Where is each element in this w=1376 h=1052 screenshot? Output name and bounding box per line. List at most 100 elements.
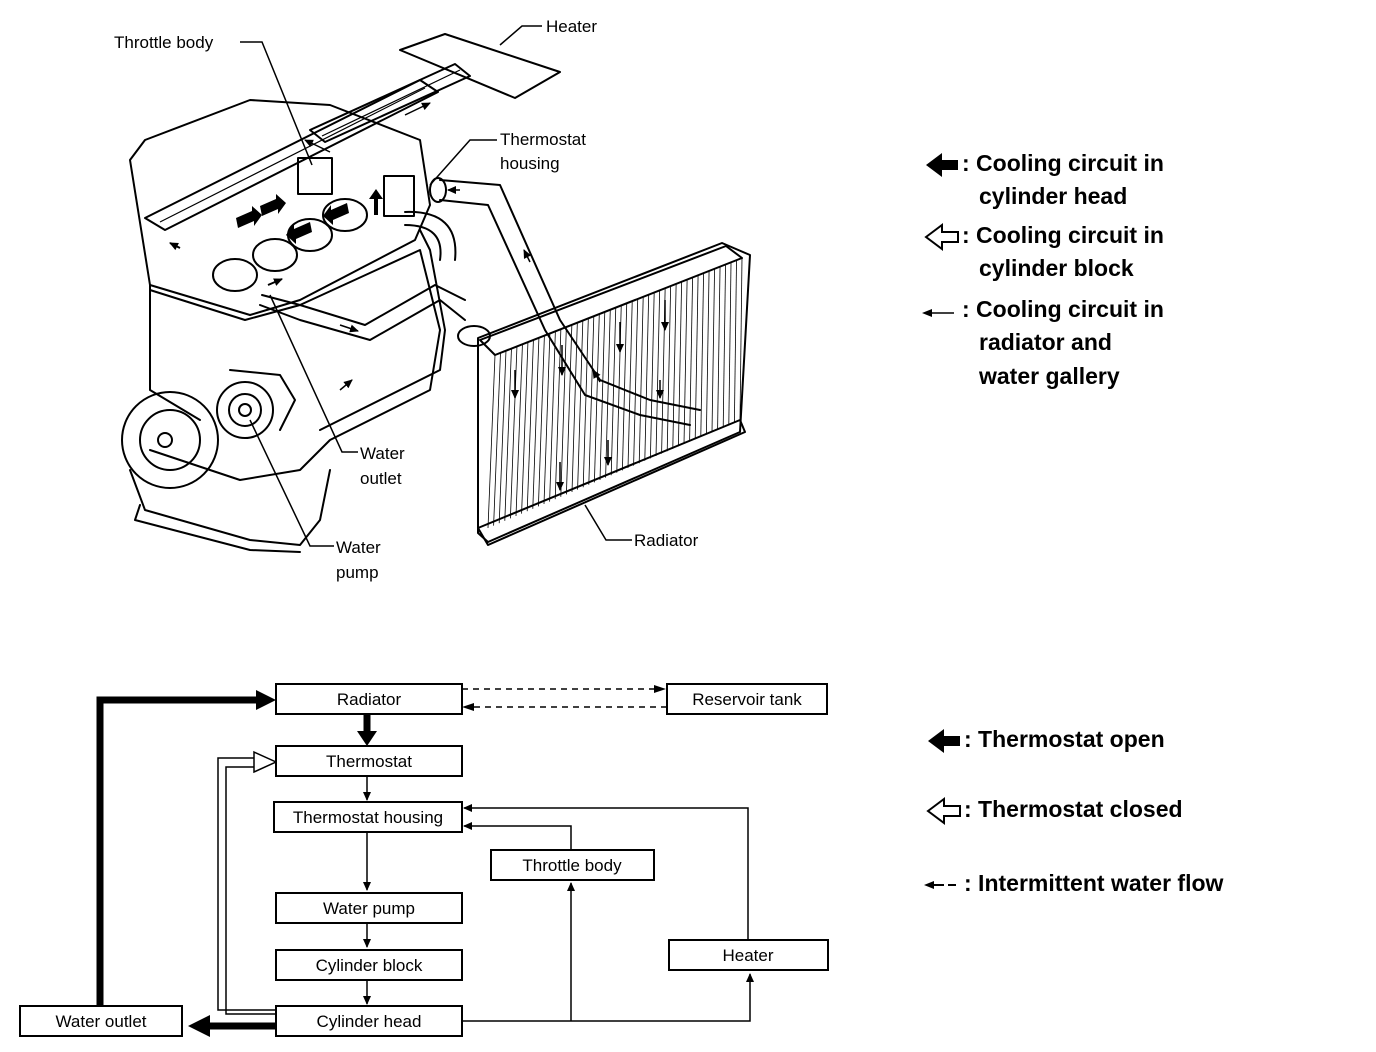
svg-text:: Cooling circuit in: : Cooling circuit in bbox=[962, 222, 1164, 248]
radiator-fin bbox=[633, 298, 639, 466]
radiator-fin bbox=[678, 281, 683, 447]
label-thermostat-housing-1: Thermostat bbox=[500, 130, 586, 149]
radiator-fins bbox=[487, 257, 743, 529]
radiator-fin bbox=[610, 307, 617, 476]
box-radiator: Radiator bbox=[275, 683, 463, 715]
box-cylinder-head: Cylinder head bbox=[275, 1005, 463, 1037]
leader-lines bbox=[240, 25, 632, 547]
radiator-fin bbox=[538, 335, 545, 507]
radiator-fin bbox=[666, 286, 672, 452]
hollow-arrow-bypass bbox=[253, 750, 278, 774]
radiator-fin bbox=[700, 273, 704, 437]
radiator-fin bbox=[594, 314, 600, 483]
radiator-part bbox=[477, 242, 751, 543]
label-water-pump-2: pump bbox=[336, 563, 379, 582]
label-water-outlet-1: Water bbox=[360, 444, 405, 463]
hollow-arrow-icon bbox=[926, 797, 961, 825]
crank-pulley bbox=[121, 391, 219, 489]
water-gallery-pipe bbox=[259, 299, 466, 341]
legend-bottom-item-intermittent: : Intermittent water flow bbox=[924, 870, 1224, 896]
box-thermostat: Thermostat bbox=[275, 745, 463, 777]
legend-top-item-radiator: : Cooling circuit in radiator and water … bbox=[922, 296, 1164, 389]
svg-text:Cylinder head: Cylinder head bbox=[317, 1012, 422, 1031]
radiator-fin bbox=[515, 344, 523, 517]
engine-head bbox=[129, 99, 431, 316]
svg-text:Thermostat: Thermostat bbox=[326, 752, 412, 771]
legend-top: : Cooling circuit in cylinder head : Coo… bbox=[922, 150, 1164, 389]
flow-diagram: Radiator Reservoir tank Thermostat Therm… bbox=[19, 683, 829, 1037]
radiator-fin bbox=[622, 303, 628, 471]
radiator-fin bbox=[717, 266, 721, 430]
radiator-fin bbox=[577, 320, 584, 490]
svg-text:Thermostat housing: Thermostat housing bbox=[293, 808, 443, 827]
legend-bottom-item-open: : Thermostat open bbox=[928, 726, 1165, 753]
radiator-fin bbox=[582, 318, 589, 488]
legend-bottom-item-closed: : Thermostat closed bbox=[926, 796, 1183, 825]
radiator-fin bbox=[588, 316, 595, 485]
radiator-fin bbox=[638, 296, 644, 464]
heater-panel bbox=[399, 33, 561, 99]
hollow-arrow-icon bbox=[924, 223, 959, 251]
radiator-fin bbox=[711, 268, 715, 433]
box-reservoir-tank: Reservoir tank bbox=[666, 683, 828, 715]
solid-arrow-icon bbox=[926, 153, 958, 177]
engine-flow-arrows bbox=[169, 102, 669, 491]
svg-text:: Thermostat open: : Thermostat open bbox=[964, 726, 1165, 752]
label-water-outlet-2: outlet bbox=[360, 469, 402, 488]
radiator-fin bbox=[650, 292, 655, 459]
radiator-fin bbox=[672, 283, 677, 449]
solid-arrow-icon bbox=[928, 729, 960, 753]
svg-text:: Cooling circuit in: : Cooling circuit in bbox=[962, 150, 1164, 176]
flow-connectors bbox=[96, 685, 754, 1037]
radiator-fin bbox=[655, 290, 661, 457]
radiator-fin bbox=[554, 329, 562, 500]
radiator-fin bbox=[599, 311, 606, 481]
radiator-fin bbox=[526, 339, 534, 512]
radiator-fin bbox=[493, 352, 501, 526]
radiator-fin bbox=[566, 324, 573, 495]
radiator-fin bbox=[521, 342, 529, 514]
legend-top-item-head: : Cooling circuit in cylinder head bbox=[926, 150, 1164, 209]
radiator-fin bbox=[683, 279, 688, 445]
svg-text:cylinder block: cylinder block bbox=[979, 255, 1134, 281]
radiator-fin bbox=[504, 348, 512, 521]
box-water-pump: Water pump bbox=[275, 892, 463, 924]
radiator-fin bbox=[689, 277, 693, 442]
radiator-fin bbox=[706, 270, 710, 435]
svg-text:water gallery: water gallery bbox=[978, 363, 1120, 389]
radiator-fin bbox=[728, 262, 732, 425]
legend-bottom: : Thermostat open : Thermostat closed : … bbox=[924, 726, 1224, 896]
label-water-pump-1: Water bbox=[336, 538, 381, 557]
svg-text:Water outlet: Water outlet bbox=[55, 1012, 146, 1031]
svg-text:: Intermittent water flow: : Intermittent water flow bbox=[964, 870, 1224, 896]
svg-text:: Thermostat closed: : Thermostat closed bbox=[964, 796, 1183, 822]
engine-block bbox=[149, 249, 441, 481]
box-water-outlet: Water outlet bbox=[19, 1005, 183, 1037]
radiator-fin bbox=[510, 346, 518, 519]
radiator-fin bbox=[627, 301, 633, 469]
radiator-fin bbox=[498, 350, 507, 524]
thermostat-housing-part bbox=[383, 175, 415, 217]
radiator-fin bbox=[487, 354, 496, 529]
dashed-arrow-icon bbox=[924, 881, 956, 889]
label-radiator: Radiator bbox=[634, 531, 699, 550]
label-heater: Heater bbox=[546, 17, 597, 36]
svg-text:Radiator: Radiator bbox=[337, 690, 402, 709]
radiator-fin bbox=[532, 337, 540, 509]
radiator-fin bbox=[739, 257, 743, 421]
svg-text:Throttle body: Throttle body bbox=[522, 856, 622, 875]
box-cylinder-block: Cylinder block bbox=[275, 949, 463, 981]
box-thermostat-housing: Thermostat housing bbox=[273, 801, 463, 833]
svg-text:Cylinder block: Cylinder block bbox=[316, 956, 423, 975]
svg-text:Heater: Heater bbox=[722, 946, 773, 965]
svg-text:radiator and: radiator and bbox=[979, 329, 1112, 355]
radiator-fin bbox=[644, 294, 650, 461]
box-heater: Heater bbox=[668, 939, 829, 971]
radiator-fin bbox=[722, 264, 726, 428]
box-throttle-body: Throttle body bbox=[490, 849, 655, 881]
radiator-fin bbox=[543, 333, 551, 505]
label-thermostat-housing-2: housing bbox=[500, 154, 560, 173]
legend-top-item-block: : Cooling circuit in cylinder block bbox=[924, 222, 1164, 281]
radiator-fin bbox=[605, 309, 611, 478]
